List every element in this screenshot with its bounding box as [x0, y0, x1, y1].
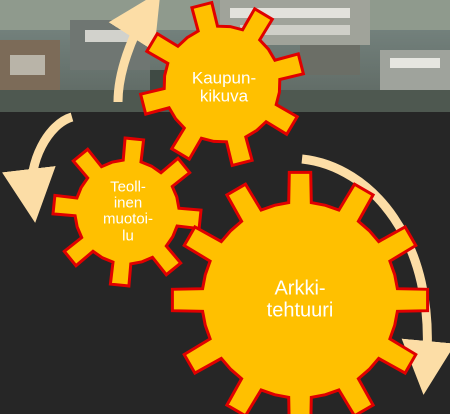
- gear-teollinen-muotoilu: [51, 136, 203, 288]
- gear-arkkitehtuuri: [170, 170, 430, 414]
- cycle-arrow-right: [301, 154, 450, 395]
- cycle-arrow-left: [2, 112, 74, 223]
- cycle-arrow-top: [108, 0, 161, 103]
- gear-kaupunkikuva: [138, 0, 306, 168]
